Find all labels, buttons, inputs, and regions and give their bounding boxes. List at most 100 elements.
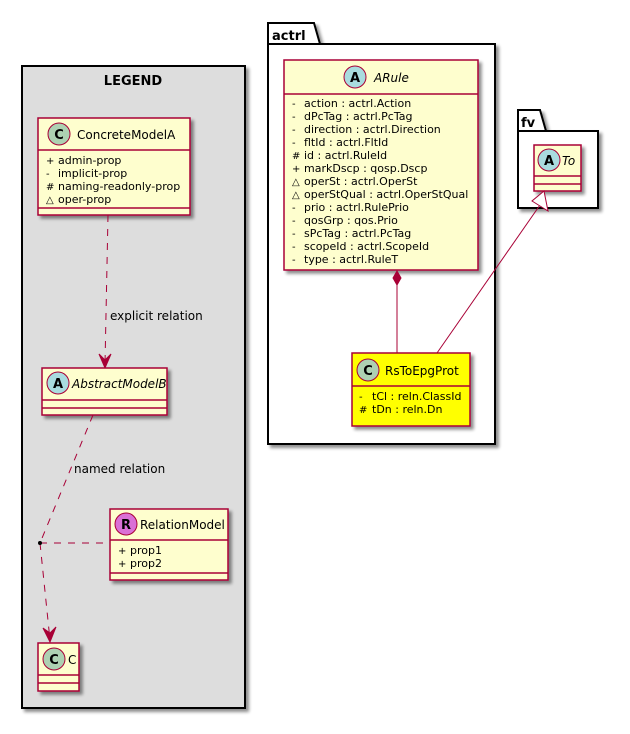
field-row: + admin-prop: [46, 154, 121, 167]
field-row: + markDscp : qosp.Dscp: [292, 162, 427, 175]
visibility-icon: +: [46, 156, 54, 167]
visibility-icon: -: [292, 229, 296, 240]
class-stereotype-icon: [114, 512, 138, 536]
field-row: -qosGrp : qos.Prio: [292, 214, 398, 227]
field-text: tCl : reln.ClassId: [372, 390, 462, 403]
package-name: fv: [521, 116, 536, 131]
field-text: fltId : actrl.FltId: [304, 136, 388, 149]
field-text: markDscp : qosp.Dscp: [304, 162, 427, 175]
visibility-icon: #: [359, 405, 367, 416]
class-stereotype-letter: A: [350, 71, 360, 86]
class-name: C: [68, 653, 76, 667]
visibility-icon: △: [46, 195, 54, 206]
relation-label: explicit relation: [110, 309, 203, 323]
class-rs-to-epg-prot[interactable]: C RsToEpgProt -tCl : reln.ClassId # tDn :…: [351, 352, 471, 427]
class-name: RsToEpgProt: [385, 364, 459, 378]
visibility-icon: +: [118, 546, 126, 557]
class-stereotype-letter: A: [53, 377, 63, 392]
visibility-icon: #: [292, 151, 300, 162]
field-row: # naming-readonly-prop: [46, 180, 180, 193]
field-text: tDn : reln.Dn: [372, 403, 442, 416]
junction-point: [38, 541, 42, 545]
visibility-icon: -: [292, 125, 296, 136]
visibility-icon: #: [46, 182, 54, 193]
visibility-icon: -: [292, 99, 296, 110]
visibility-icon: -: [292, 242, 296, 253]
field-row: -action : actrl.Action: [292, 97, 411, 110]
visibility-icon: -: [292, 216, 296, 227]
class-stereotype-icon: [356, 358, 380, 382]
field-row: △ operStQual : actrl.OperStQual: [292, 188, 468, 201]
field-row: -sPcTag : actrl.PcTag: [292, 227, 411, 240]
visibility-icon: -: [359, 392, 363, 403]
visibility-icon: -: [292, 112, 296, 123]
field-text: sPcTag : actrl.PcTag: [304, 227, 411, 240]
class-name: ARule: [373, 71, 409, 85]
class-stereotype-letter: C: [363, 364, 373, 379]
field-text: oper-prop: [58, 193, 111, 206]
class-stereotype-letter: A: [544, 154, 554, 169]
field-text: id : actrl.RuleId: [304, 149, 387, 162]
class-arule[interactable]: A ARule -action : actrl.Action -dPcTag :…: [283, 59, 479, 271]
field-text: naming-readonly-prop: [58, 180, 180, 193]
field-text: dPcTag : actrl.PcTag: [304, 110, 412, 123]
field-text: action : actrl.Action: [304, 97, 411, 110]
relation-label: named relation: [74, 462, 165, 476]
class-name: To: [562, 154, 575, 168]
class-stereotype-icon: [537, 148, 561, 172]
package-name: actrl: [272, 29, 306, 44]
class-c[interactable]: C C: [37, 642, 80, 692]
class-concrete-model-a[interactable]: C ConcreteModelA + admin-prop - implicit…: [37, 117, 191, 216]
visibility-icon: △: [292, 177, 300, 188]
class-stereotype-letter: R: [121, 518, 131, 533]
class-stereotype-icon: [42, 647, 66, 671]
relation-named: named relation: [38, 414, 165, 644]
field-row: + prop2: [118, 557, 162, 570]
field-text: prio : actrl.RulePrio: [304, 201, 409, 214]
class-abstract-model-b[interactable]: A AbstractModelB: [41, 367, 168, 416]
field-row: △ oper-prop: [46, 193, 111, 206]
field-row: # id : actrl.RuleId: [292, 149, 387, 162]
field-row: + prop1: [118, 544, 162, 557]
visibility-icon: +: [292, 164, 300, 175]
field-text: operStQual : actrl.OperStQual: [304, 188, 468, 201]
class-name: AbstractModelB: [71, 377, 167, 391]
field-text: operSt : actrl.OperSt: [304, 175, 418, 188]
class-to[interactable]: A To: [533, 144, 582, 192]
legend-title: LEGEND: [104, 74, 163, 89]
class-stereotype-letter: C: [49, 653, 59, 668]
composition-diamond-icon: [392, 269, 402, 287]
field-row: - implicit-prop: [46, 167, 127, 180]
field-text: admin-prop: [58, 154, 121, 167]
class-name: ConcreteModelA: [77, 128, 176, 142]
relation-composition: [392, 269, 402, 353]
field-text: qosGrp : qos.Prio: [304, 214, 398, 227]
field-text: prop2: [130, 557, 162, 570]
class-stereotype-icon: [46, 371, 70, 395]
field-row: # tDn : reln.Dn: [359, 403, 442, 416]
field-text: implicit-prop: [58, 167, 127, 180]
inheritance-triangle-icon: [531, 190, 549, 213]
field-text: scopeId : actrl.ScopeId: [304, 240, 429, 253]
field-row: -scopeId : actrl.ScopeId: [292, 240, 429, 253]
field-row: -direction : actrl.Direction: [292, 123, 441, 136]
field-row: -type : actrl.RuleT: [292, 253, 398, 266]
package-fv: fv: [517, 109, 599, 209]
visibility-icon: -: [46, 169, 50, 180]
class-name: RelationModel: [140, 518, 225, 532]
field-row: -dPcTag : actrl.PcTag: [292, 110, 412, 123]
field-text: direction : actrl.Direction: [304, 123, 441, 136]
arrow-head-icon: [98, 353, 112, 370]
field-text: prop1: [130, 544, 162, 557]
field-row: -fltId : actrl.FltId: [292, 136, 388, 149]
visibility-icon: +: [118, 559, 126, 570]
class-stereotype-letter: C: [54, 128, 64, 143]
relation-inheritance: [436, 190, 549, 354]
visibility-icon: -: [292, 203, 296, 214]
class-relation-model[interactable]: R RelationModel + prop1 + prop2: [109, 508, 229, 581]
field-row: -prio : actrl.RulePrio: [292, 201, 409, 214]
relation-explicit: explicit relation: [98, 214, 203, 370]
visibility-icon: -: [292, 138, 296, 149]
visibility-icon: △: [292, 190, 300, 201]
